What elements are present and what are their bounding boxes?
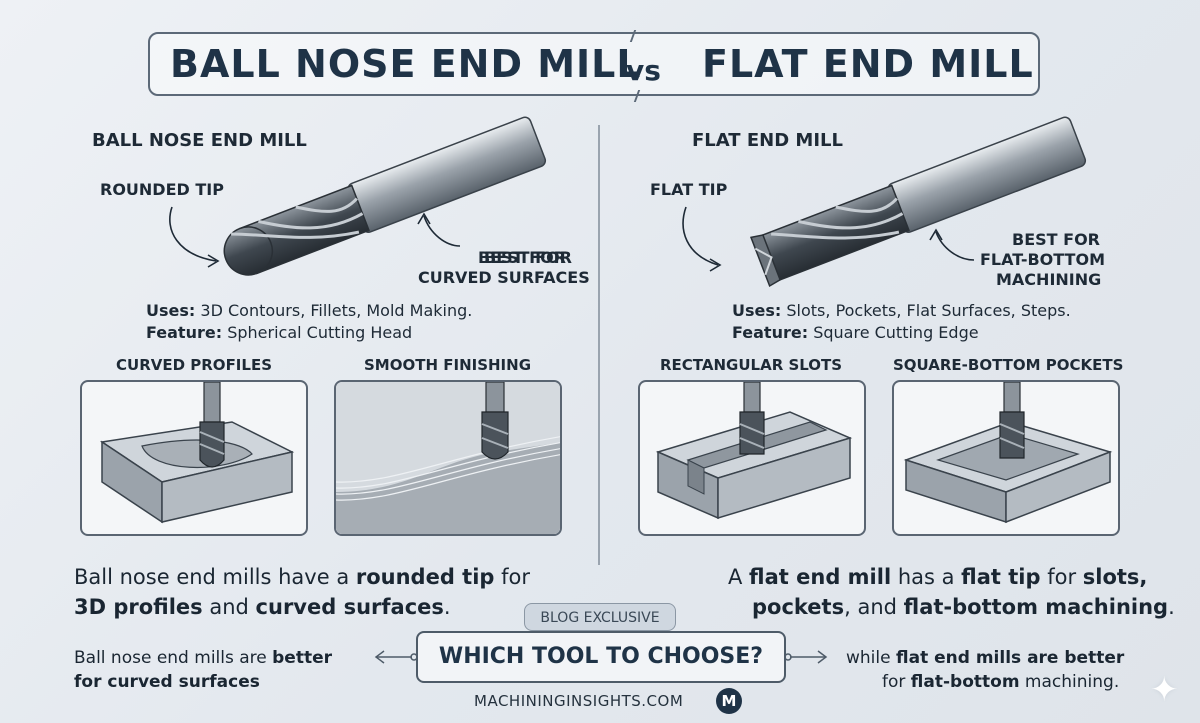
flat-summary-1c: has a [891,565,962,589]
title-banner [148,32,1040,96]
flat-end-mill-tool-illustration [749,116,1087,288]
ball-tip-arrow [169,206,220,268]
site-url[interactable]: MACHININGINSIGHTS.COM [474,692,684,710]
ball-feature-text: Spherical Cutting Head [227,323,413,342]
bottom-right-2c: machining. [1019,672,1120,692]
bottom-right-2b: flat-bottom [910,672,1020,692]
right-connector-arrow [784,650,828,664]
ball-summary-1c: for [494,565,531,589]
flat-summary-2b: , and [844,595,904,619]
flat-callout-tip: FLAT TIP [650,180,728,199]
flat-summary-1f: slots, [1082,565,1148,589]
rectangular-slots-panel [638,380,866,536]
bottom-right-1a: while [846,648,896,668]
smooth-finishing-illustration [336,382,560,534]
curved-profiles-illustration [99,382,295,524]
title-right: FLAT END MILL [702,42,1034,86]
flat-best-arrow [929,228,975,261]
bottom-left-2: for curved surfaces [74,672,260,692]
ball-summary-line2: 3D profiles and curved surfaces. [74,592,451,622]
title-vs: vs [626,54,661,87]
ball-best-arrow [417,212,461,247]
which-tool-title: WHICH TOOL TO CHOOSE? [438,644,764,669]
ball-best-line2: CURVED SURFACES [418,268,590,287]
flat-best-line3: MACHINING [996,270,1102,289]
ball-feature-label: Feature: [146,323,223,342]
center-divider [598,125,600,565]
bottom-left-1a: Ball nose end mills are [74,648,273,668]
flat-summary-2c: flat-bottom machining [903,595,1169,619]
sparkle-icon: ✦ [1150,670,1179,710]
ball-feature: Feature: Spherical Cutting Head [146,322,412,344]
bottom-left-1b: better [272,648,333,668]
flat-feature: Feature: Square Cutting Edge [732,322,979,344]
bottom-left-line1: Ball nose end mills are better [74,646,332,670]
bottom-left-line2: for curved surfaces [74,670,260,694]
ball-panel2-label: SMOOTH FINISHING [364,356,532,374]
flat-best-line1: BEST FOR [1012,230,1100,249]
ball-uses-text: 3D Contours, Fillets, Mold Making. [200,301,473,320]
bottom-right-2a: for [882,672,911,692]
ball-panel1-label: CURVED PROFILES [116,356,272,374]
flat-feature-label: Feature: [732,323,809,342]
curved-profiles-panel [80,380,308,536]
flat-uses: Uses: Slots, Pockets, Flat Surfaces, Ste… [732,300,1071,322]
flat-summary-line2: pockets, and flat-bottom machining. [752,592,1175,622]
square-bottom-pockets-illustration [903,382,1113,524]
rectangular-slots-illustration [655,382,853,520]
flat-uses-label: Uses: [732,301,782,320]
flat-heading: FLAT END MILL [692,130,843,151]
ball-uses-label: Uses: [146,301,196,320]
ball-callout-tip: ROUNDED TIP [100,180,224,199]
flat-best-line2: FLAT-BOTTOM [980,250,1105,269]
flat-uses-text: Slots, Pockets, Flat Surfaces, Steps. [786,301,1071,320]
ball-summary-1b: rounded tip [355,565,495,589]
ball-summary-2b: and [202,595,256,619]
ball-summary-2c: curved surfaces [255,595,444,619]
blog-exclusive-badge: BLOG EXCLUSIVE [524,603,676,631]
flat-summary-line1: A flat end mill has a flat tip for slots… [728,562,1147,592]
flat-feature-text: Square Cutting Edge [813,323,979,342]
flat-summary-2d: . [1168,595,1175,619]
bottom-right-1b: flat end mills are better [896,648,1125,668]
flat-summary-1b: flat end mill [749,565,892,589]
square-bottom-pockets-panel [892,380,1120,536]
bottom-right-line1: while flat end mills are better [846,646,1124,670]
ball-summary-2d: . [443,595,451,619]
smooth-finishing-panel [334,380,562,536]
flat-panel1-label: RECTANGULAR SLOTS [660,356,843,374]
flat-panel2-label: SQUARE-BOTTOM POCKETS [893,356,1124,374]
ball-summary-line1: Ball nose end mills have a rounded tip f… [74,562,530,592]
ball-best-line1: BEST FOR [478,248,566,267]
site-logo-icon: M [716,688,742,714]
ball-uses: Uses: 3D Contours, Fillets, Mold Making. [146,300,472,322]
flat-summary-1a: A [728,565,750,589]
bottom-right-line2: for flat-bottom machining. [882,670,1119,694]
left-connector-arrow [374,650,418,664]
flat-summary-2a: pockets [752,595,845,619]
title-left: BALL NOSE END MILL [170,42,642,86]
ball-summary-1a: Ball nose end mills have a [74,565,356,589]
flat-summary-1d: flat tip [961,565,1041,589]
flat-tip-arrow [682,206,722,272]
ball-nose-tool-illustration [223,116,547,276]
ball-heading: BALL NOSE END MILL [92,130,307,151]
ball-summary-2a: 3D profiles [74,595,203,619]
flat-summary-1e: for [1040,565,1083,589]
ball-best-line1-text: BEST FOR [484,248,572,267]
